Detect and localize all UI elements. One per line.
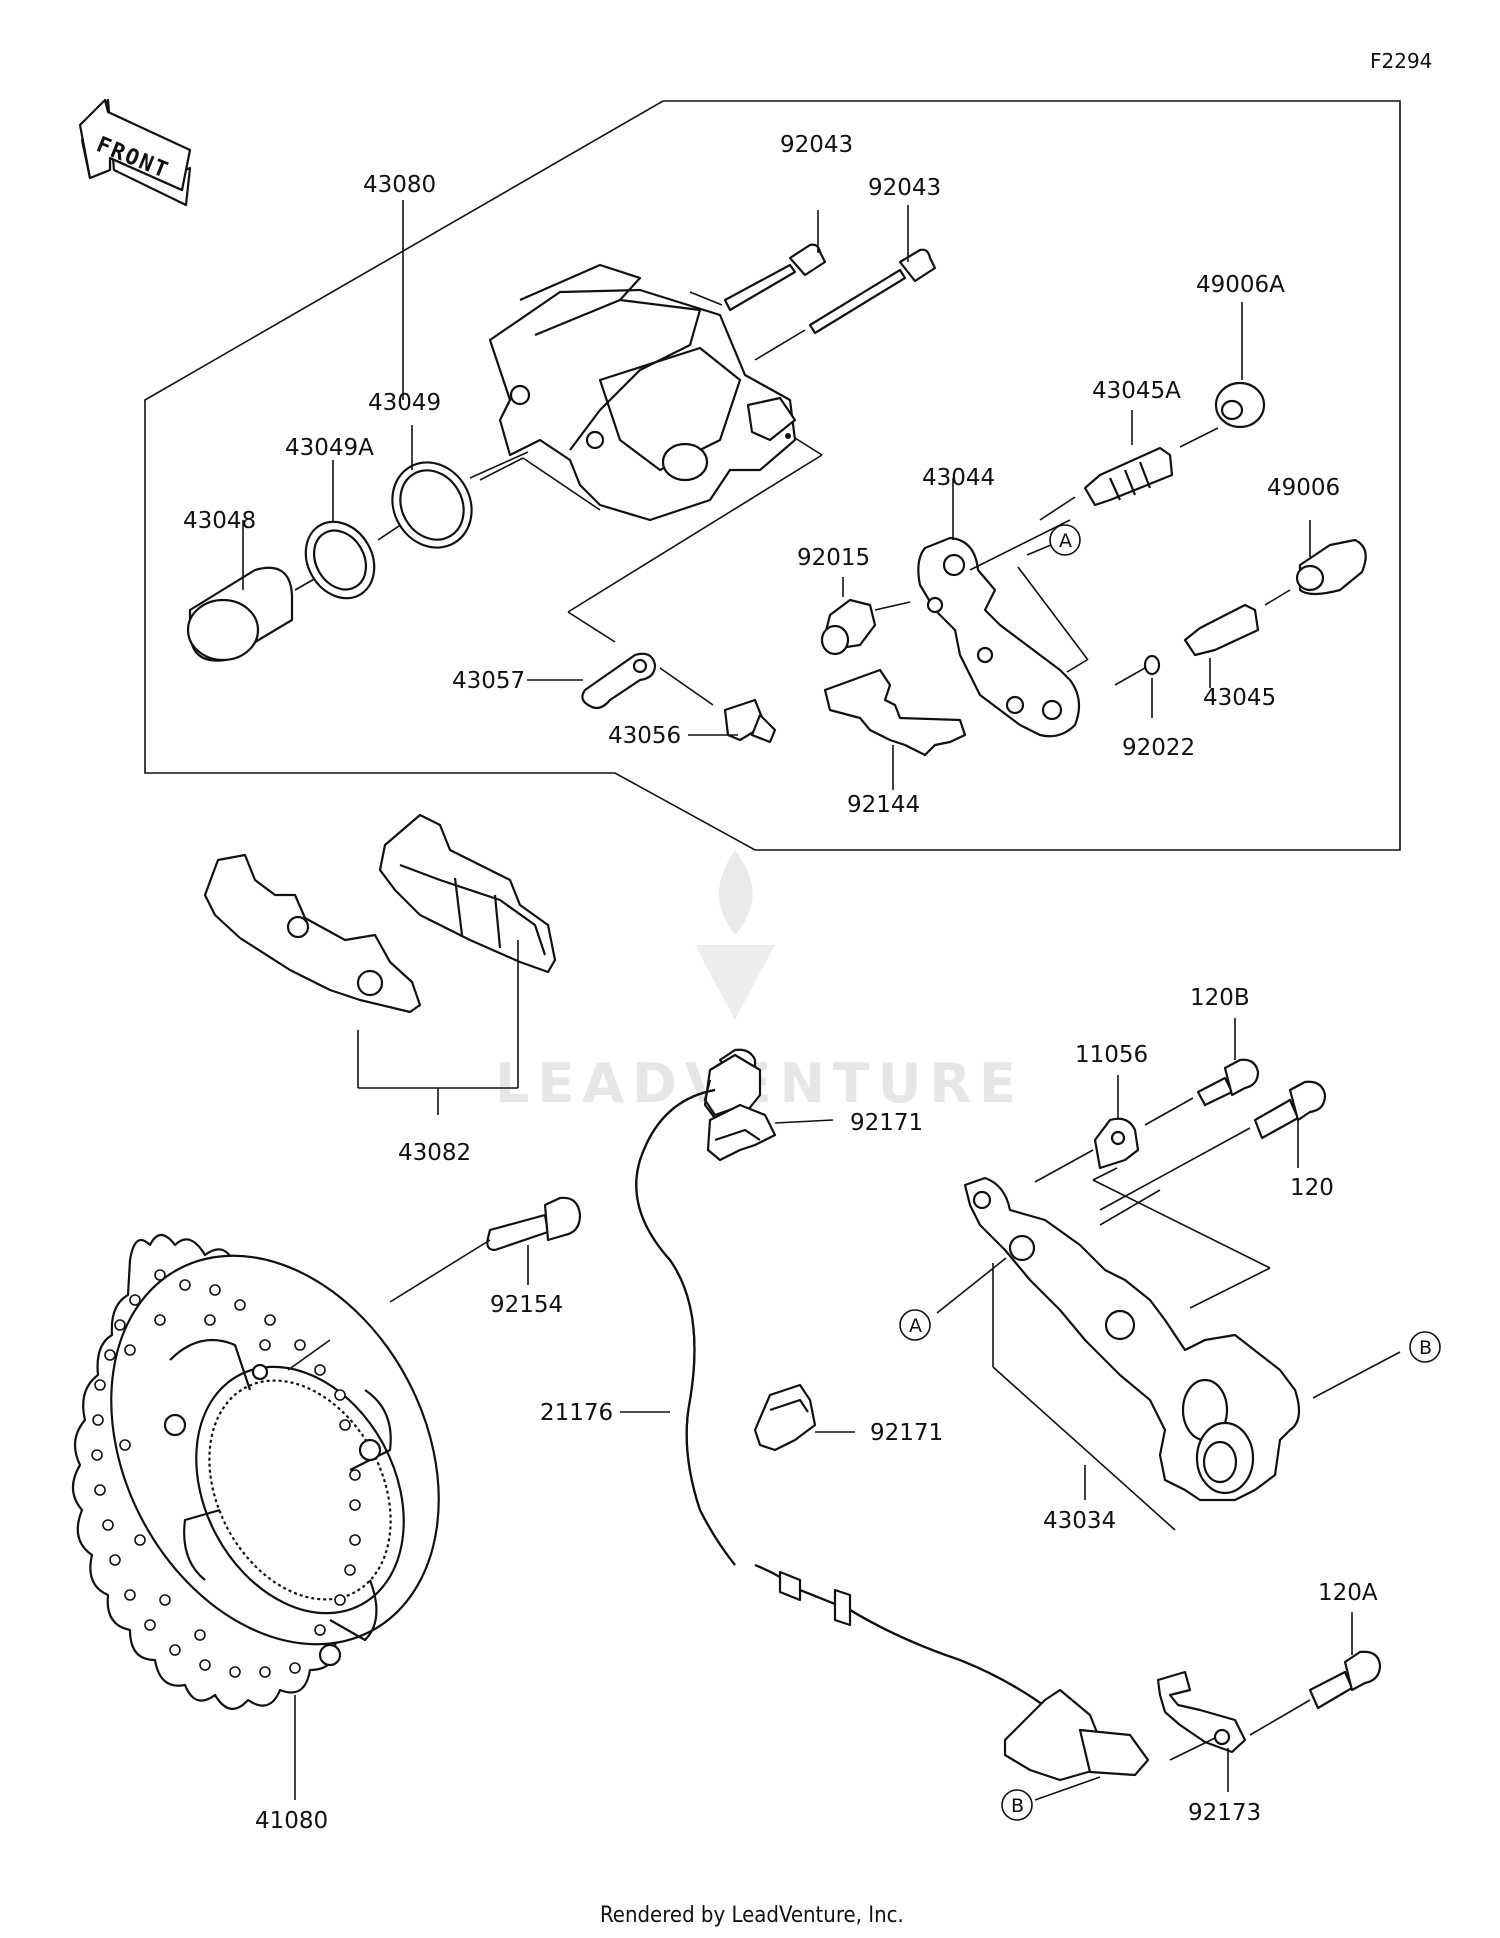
bleeder-cap — [581, 652, 657, 710]
label-11056[interactable]: 11056 — [1075, 1042, 1148, 1068]
label-21176[interactable]: 21176 — [540, 1400, 613, 1426]
label-43082[interactable]: 43082 — [398, 1140, 471, 1166]
bracket-pin-43045A — [1083, 446, 1174, 507]
label-43080[interactable]: 43080 — [363, 172, 436, 198]
label-43049A[interactable]: 43049A — [285, 435, 374, 461]
bolt-120 — [1253, 1080, 1327, 1140]
piston — [186, 566, 294, 662]
label-120[interactable]: 120 — [1290, 1175, 1334, 1201]
label-92173[interactable]: 92173 — [1188, 1800, 1261, 1826]
plate-92173 — [1156, 1670, 1247, 1754]
label-49006[interactable]: 49006 — [1267, 475, 1340, 501]
brake-pad-right — [378, 813, 557, 974]
bracket-11056 — [1093, 1117, 1140, 1170]
disc-holes — [91, 1269, 361, 1678]
boot-49006A — [1214, 381, 1266, 429]
label-43045[interactable]: 43045 — [1203, 685, 1276, 711]
label-92171-b[interactable]: 92171 — [870, 1420, 943, 1446]
svg-text:B: B — [1011, 1795, 1024, 1817]
slide-pin-lower — [808, 248, 937, 335]
caliper-body — [488, 263, 797, 522]
part-labels: 43080 92043 92043 49006A 43045A 43049 43… — [183, 132, 1378, 1834]
boot-49006 — [1295, 538, 1367, 596]
label-41080[interactable]: 41080 — [255, 1808, 328, 1834]
label-92144[interactable]: 92144 — [847, 792, 920, 818]
caliper-assembly-boundary — [144, 100, 1401, 851]
cable-clamp-lower — [753, 1383, 817, 1452]
front-arrow-icon: FRONT — [78, 98, 192, 207]
bracket-pin-43045 — [1183, 603, 1260, 657]
svg-text:A: A — [909, 1315, 922, 1337]
piston-seal-43049A — [304, 520, 376, 600]
slide-pin-upper — [723, 243, 827, 312]
label-43045A[interactable]: 43045A — [1092, 378, 1181, 404]
disc-bolt — [486, 1196, 582, 1252]
label-43044[interactable]: 43044 — [922, 465, 995, 491]
label-43048[interactable]: 43048 — [183, 508, 256, 534]
ref-marker-b-lower — [1001, 1789, 1033, 1821]
svg-text:B: B — [1419, 1337, 1432, 1359]
pad-spring — [823, 668, 967, 757]
label-43057[interactable]: 43057 — [452, 668, 525, 694]
label-43049[interactable]: 43049 — [368, 390, 441, 416]
label-92015[interactable]: 92015 — [797, 545, 870, 571]
circlip — [1143, 654, 1161, 676]
bleeder-valve — [723, 698, 777, 744]
label-43034[interactable]: 43034 — [1043, 1508, 1116, 1534]
footer-credit: Rendered by LeadVenture, Inc. — [600, 1903, 904, 1928]
ref-marker-b-right — [1409, 1331, 1441, 1363]
brake-pad-left — [203, 853, 422, 1014]
ref-marker-a-lower — [899, 1309, 931, 1341]
label-92043-a[interactable]: 92043 — [780, 132, 853, 158]
label-92022[interactable]: 92022 — [1122, 735, 1195, 761]
label-92043-b[interactable]: 92043 — [868, 175, 941, 201]
ref-marker-a-upper — [1049, 524, 1081, 556]
label-43056[interactable]: 43056 — [608, 723, 681, 749]
bolt-120B — [1196, 1058, 1260, 1107]
sleeve-92015 — [820, 598, 877, 656]
abs-sensor-cable — [635, 1048, 1150, 1782]
bolt-120A — [1308, 1650, 1382, 1710]
abs-sensor-bracket-43034 — [963, 1176, 1301, 1502]
label-49006A[interactable]: 49006A — [1196, 272, 1285, 298]
brake-disc — [71, 1233, 440, 1710]
label-92171-a[interactable]: 92171 — [850, 1110, 923, 1136]
diagram-code: F2294 — [1370, 49, 1432, 73]
svg-text:A: A — [1059, 530, 1072, 552]
piston-seal-43049 — [391, 461, 473, 549]
caliper-bracket-43044 — [917, 536, 1081, 738]
label-120A[interactable]: 120A — [1318, 1580, 1378, 1606]
label-92154[interactable]: 92154 — [490, 1292, 563, 1318]
cable-clamp-upper — [706, 1103, 777, 1162]
label-120B[interactable]: 120B — [1190, 985, 1250, 1011]
